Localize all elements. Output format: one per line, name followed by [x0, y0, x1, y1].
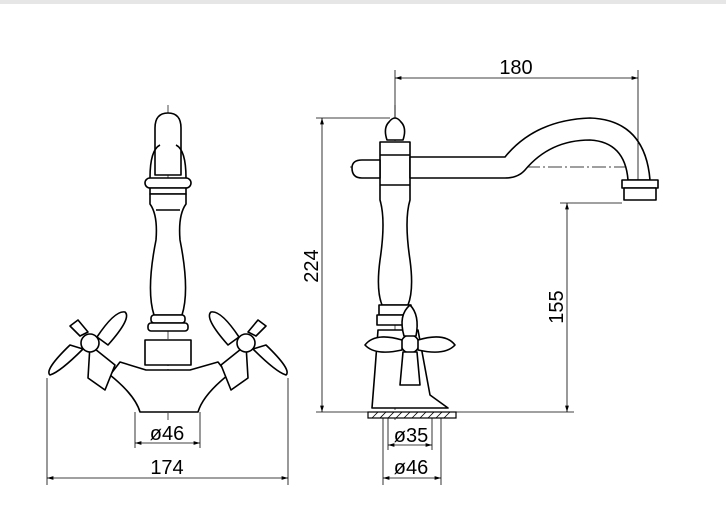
- total-height-label: 224: [301, 249, 323, 282]
- spout-reach-label: 180: [499, 57, 532, 79]
- hole-diameter-label: ø35: [394, 425, 428, 447]
- front-base-diameter-label: ø46: [150, 423, 184, 445]
- side-view: [316, 70, 659, 485]
- top-border: [0, 0, 726, 4]
- front-total-width-label: 174: [150, 457, 183, 479]
- side-base-diameter-label: ø46: [394, 457, 428, 479]
- spout-height-label: 155: [546, 290, 568, 323]
- front-view: [46, 105, 289, 485]
